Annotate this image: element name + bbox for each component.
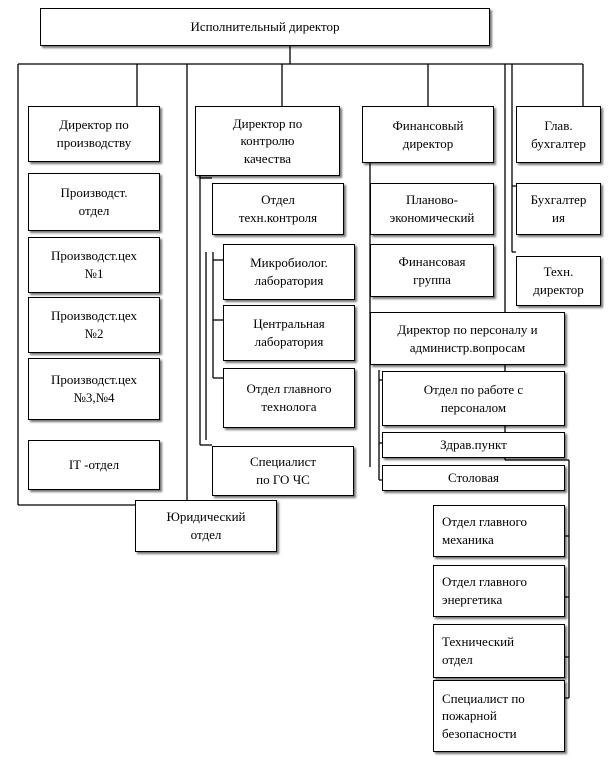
box-personnel-department: Отдел по работе с персоналом: [382, 371, 565, 426]
label-chief-power-engineer-department: Отдел главного энергетика: [442, 574, 528, 607]
box-technical-control-department: Отдел техн.контроля: [212, 183, 344, 235]
label-chief-accountant: Глав. бухгалтер: [531, 117, 586, 151]
box-health-center: Здрав.пункт: [382, 432, 565, 458]
box-canteen: Столовая: [382, 465, 565, 491]
box-production-shop-1: Производст.цех №1: [28, 237, 160, 293]
label-technical-director: Техн. директор: [533, 264, 584, 297]
label-health-center: Здрав.пункт: [440, 437, 507, 453]
label-planning-economic-department: Планово- экономический: [389, 192, 475, 225]
box-it-department: IT -отдел: [28, 440, 160, 490]
connector-lines: [17, 46, 584, 699]
box-chief-accountant: Глав. бухгалтер: [516, 106, 601, 163]
box-fire-safety-specialist: Специалист по пожарной безопасности: [433, 680, 565, 752]
label-technical-control-department: Отдел техн.контроля: [238, 192, 318, 225]
box-planning-economic-department: Планово- экономический: [370, 183, 494, 235]
label-accounting-department: Бухгалтер ия: [530, 192, 587, 225]
label-production-shop-3-4: Производст.цех №3,№4: [50, 372, 138, 405]
box-hr-admin-director: Директор по персоналу и администр.вопрос…: [370, 312, 565, 365]
box-legal-department: Юридический отдел: [135, 500, 277, 552]
label-finance-director: Финансовый директор: [392, 117, 464, 151]
label-production-department: Производст. отдел: [60, 185, 128, 218]
label-legal-department: Юридический отдел: [166, 509, 246, 542]
label-civil-defense-specialist: Специалист по ГО ЧС: [249, 454, 317, 487]
label-production-director: Директор по производству: [56, 117, 132, 150]
label-chief-technologist-department: Отдел главного технолога: [246, 381, 332, 414]
label-it-department: IT -отдел: [68, 457, 120, 473]
box-civil-defense-specialist: Специалист по ГО ЧС: [212, 446, 354, 496]
box-chief-power-engineer-department: Отдел главного энергетика: [433, 565, 565, 617]
box-production-shop-2: Производст.цех №2: [28, 297, 160, 353]
box-production-director: Директор по производству: [28, 106, 160, 162]
box-quality-director: Директор по контролю качества: [195, 106, 340, 176]
label-technical-department: Технический отдел: [442, 634, 515, 667]
label-quality-director: Директор по контролю качества: [232, 115, 303, 166]
box-production-shop-3-4: Производст.цех №3,№4: [28, 358, 160, 420]
label-production-shop-2: Производст.цех №2: [50, 308, 138, 341]
box-ceo: Исполнительный директор: [40, 8, 490, 46]
label-finance-group: Финансовая группа: [398, 253, 466, 287]
label-hr-admin-director: Директор по персоналу и администр.вопрос…: [397, 321, 538, 355]
box-technical-department: Технический отдел: [433, 624, 565, 678]
box-microbiology-lab: Микробиолог. лаборатория: [223, 244, 355, 300]
box-chief-mechanic-department: Отдел главного механика: [433, 505, 565, 557]
label-microbiology-lab: Микробиолог. лаборатория: [250, 255, 328, 288]
label-personnel-department: Отдел по работе с персоналом: [423, 381, 524, 415]
box-chief-technologist-department: Отдел главного технолога: [223, 368, 355, 428]
box-accounting-department: Бухгалтер ия: [516, 183, 601, 235]
label-central-lab: Центральная лаборатория: [253, 316, 325, 349]
box-finance-director: Финансовый директор: [362, 106, 494, 163]
box-technical-director: Техн. директор: [516, 256, 601, 306]
label-canteen: Столовая: [447, 470, 500, 486]
box-production-department: Производст. отдел: [28, 173, 160, 231]
label-fire-safety-specialist: Специалист по пожарной безопасности: [442, 690, 525, 741]
label-ceo: Исполнительный директор: [190, 19, 340, 35]
label-chief-mechanic-department: Отдел главного механика: [442, 514, 528, 547]
label-production-shop-1: Производст.цех №1: [50, 248, 138, 281]
box-central-lab: Центральная лаборатория: [223, 305, 355, 361]
box-finance-group: Финансовая группа: [370, 244, 494, 297]
